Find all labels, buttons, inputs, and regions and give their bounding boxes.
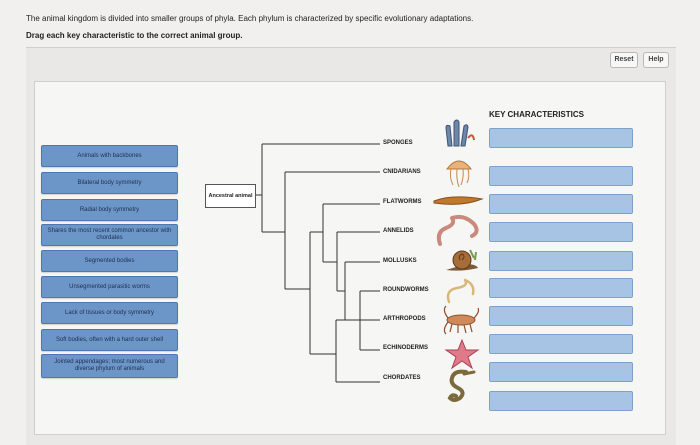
starfish-icon (444, 338, 480, 370)
snail-icon (446, 249, 478, 271)
ancestral-animal-node: Ancestral animal (205, 184, 256, 208)
reset-button[interactable]: Reset (610, 52, 638, 68)
lobster-icon (443, 305, 480, 335)
chip-backbones[interactable]: Animals with backbones (41, 145, 178, 167)
chip-parasitic-worms[interactable]: Unsegmented parasitic worms (41, 276, 178, 298)
chip-label: Shares the most recent common ancestor w… (47, 228, 172, 241)
taxon-chordates: CHORDATES (383, 375, 421, 381)
taxon-mollusks: MOLLUSKS (383, 258, 417, 264)
chip-lack-of-tissues[interactable]: Lack of tissues or body symmetry (41, 302, 178, 324)
taxon-arthropods: ARTHROPODS (383, 316, 426, 322)
chip-label: Animals with backbones (77, 152, 142, 159)
taxon-cnidarians: CNIDARIANS (383, 169, 421, 175)
drop-target-cnidarians[interactable] (489, 166, 633, 186)
chip-label: Jointed appendages; most numerous and di… (54, 359, 165, 372)
chip-label: Radial body symmetry (79, 206, 140, 213)
chip-soft-bodies[interactable]: Soft bodies, often with a hard outer she… (41, 329, 178, 351)
chip-label: Soft bodies, often with a hard outer she… (55, 336, 164, 343)
drop-target-extra[interactable] (489, 391, 633, 411)
drop-target-echinoderms[interactable] (489, 334, 633, 354)
drop-target-mollusks[interactable] (489, 251, 633, 271)
key-characteristics-heading: KEY CHARACTERISTICS (489, 110, 584, 119)
chip-label: Unsegmented parasitic worms (69, 283, 150, 290)
instruction-task: Drag each key characteristic to the corr… (26, 31, 243, 40)
taxon-echinoderms: ECHINODERMS (383, 345, 429, 351)
taxon-flatworms: FLATWORMS (383, 199, 422, 205)
sponge-icon (445, 119, 475, 147)
chip-segmented-bodies[interactable]: Segmented bodies (41, 250, 178, 272)
drop-target-chordates[interactable] (489, 362, 633, 382)
drop-target-annelids[interactable] (489, 222, 633, 242)
chip-bilateral-symmetry[interactable]: Bilateral body symmetry (41, 172, 178, 194)
seahorse-icon (447, 369, 476, 402)
drop-target-flatworms[interactable] (489, 194, 633, 214)
chip-label: Lack of tissues or body symmetry (64, 309, 155, 316)
jellyfish-icon (445, 160, 473, 188)
taxon-roundworms: ROUNDWORMS (383, 287, 429, 293)
drop-target-sponges[interactable] (489, 128, 633, 148)
roundworm-icon (446, 278, 475, 304)
taxon-sponges: SPONGES (383, 140, 413, 146)
drop-target-roundworms[interactable] (489, 278, 633, 298)
earthworm-icon (436, 214, 479, 246)
instruction-text: The animal kingdom is divided into small… (26, 14, 474, 23)
ancestor-label: Ancestral animal (208, 193, 253, 199)
taxon-annelids: ANNELIDS (383, 228, 414, 234)
chip-radial-symmetry[interactable]: Radial body symmetry (41, 199, 178, 221)
chip-label: Segmented bodies (84, 257, 135, 264)
flatworm-icon (433, 196, 484, 205)
chip-common-ancestor[interactable]: Shares the most recent common ancestor w… (41, 224, 178, 246)
chip-label: Bilateral body symmetry (77, 179, 142, 186)
help-button[interactable]: Help (643, 52, 669, 68)
drop-target-arthropods[interactable] (489, 306, 633, 326)
chip-jointed-appendages[interactable]: Jointed appendages; most numerous and di… (41, 354, 178, 378)
